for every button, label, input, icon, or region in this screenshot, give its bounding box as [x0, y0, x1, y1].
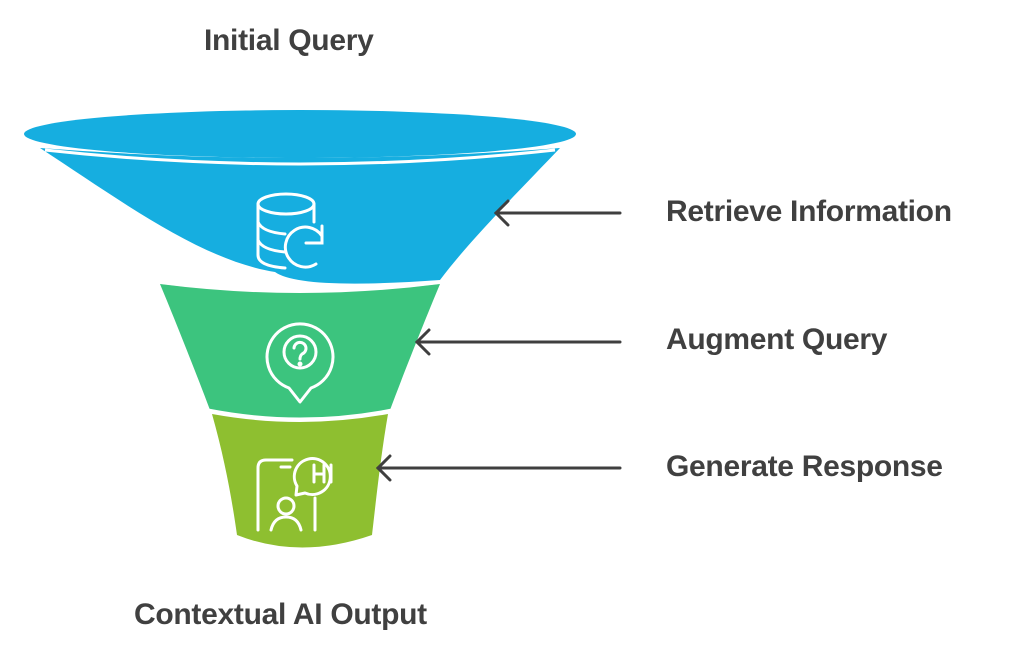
stage-label-retrieve: Retrieve Information	[666, 195, 952, 228]
question-pin-icon	[265, 322, 335, 404]
arrow-augment	[414, 328, 622, 356]
funnel-top-label: Initial Query	[204, 24, 374, 57]
funnel-bottom-label: Contextual AI Output	[134, 598, 427, 631]
phone-chat-hi-icon	[256, 457, 333, 532]
arrow-retrieve	[493, 199, 622, 227]
funnel-stage-retrieve	[40, 148, 560, 284]
arrow-generate	[375, 454, 622, 482]
database-refresh-icon	[256, 192, 324, 270]
divider	[207, 408, 393, 421]
rim-highlight	[44, 148, 556, 166]
stage-label-generate: Generate Response	[666, 450, 943, 483]
funnel-stage-augment	[160, 284, 440, 419]
stage-label-augment: Augment Query	[666, 323, 888, 356]
divider	[157, 280, 443, 293]
funnel-rim	[24, 110, 576, 158]
funnel-stage-generate	[212, 414, 388, 548]
